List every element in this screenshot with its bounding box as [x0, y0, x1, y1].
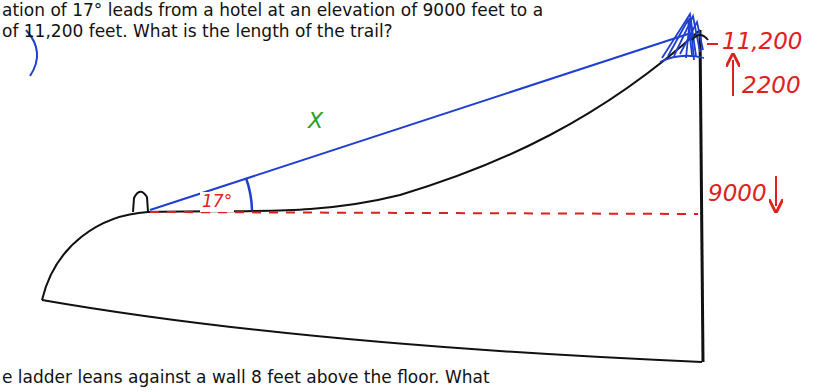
trail-line — [150, 34, 688, 210]
mountain-base — [42, 300, 702, 362]
height-difference-label: 2200 — [742, 72, 801, 98]
peak-tick — [692, 35, 708, 40]
problem-text: of 11,200 feet. What is the length of th… — [2, 22, 393, 42]
mountain-outline — [42, 30, 700, 300]
problem-text: e ladder leans against a wall 8 feet abo… — [2, 368, 490, 388]
problem-text: ation of 17° leads from a hotel at an el… — [2, 1, 543, 21]
elevation-tick — [707, 43, 718, 45]
elevation-label: 11,200 — [722, 28, 802, 54]
angle-arc — [246, 178, 252, 210]
horizontal-dashed-line — [150, 212, 698, 214]
rise-arrow-down — [775, 176, 777, 206]
rise-arrow-up — [732, 60, 734, 96]
angle-label: 17° — [200, 192, 234, 212]
elevation-label: 9000 — [708, 180, 767, 206]
unknown-length-label: X — [308, 108, 323, 133]
mountain-cliff — [700, 30, 703, 362]
peak-scribble — [660, 14, 704, 62]
hotel-symbol — [133, 192, 148, 212]
